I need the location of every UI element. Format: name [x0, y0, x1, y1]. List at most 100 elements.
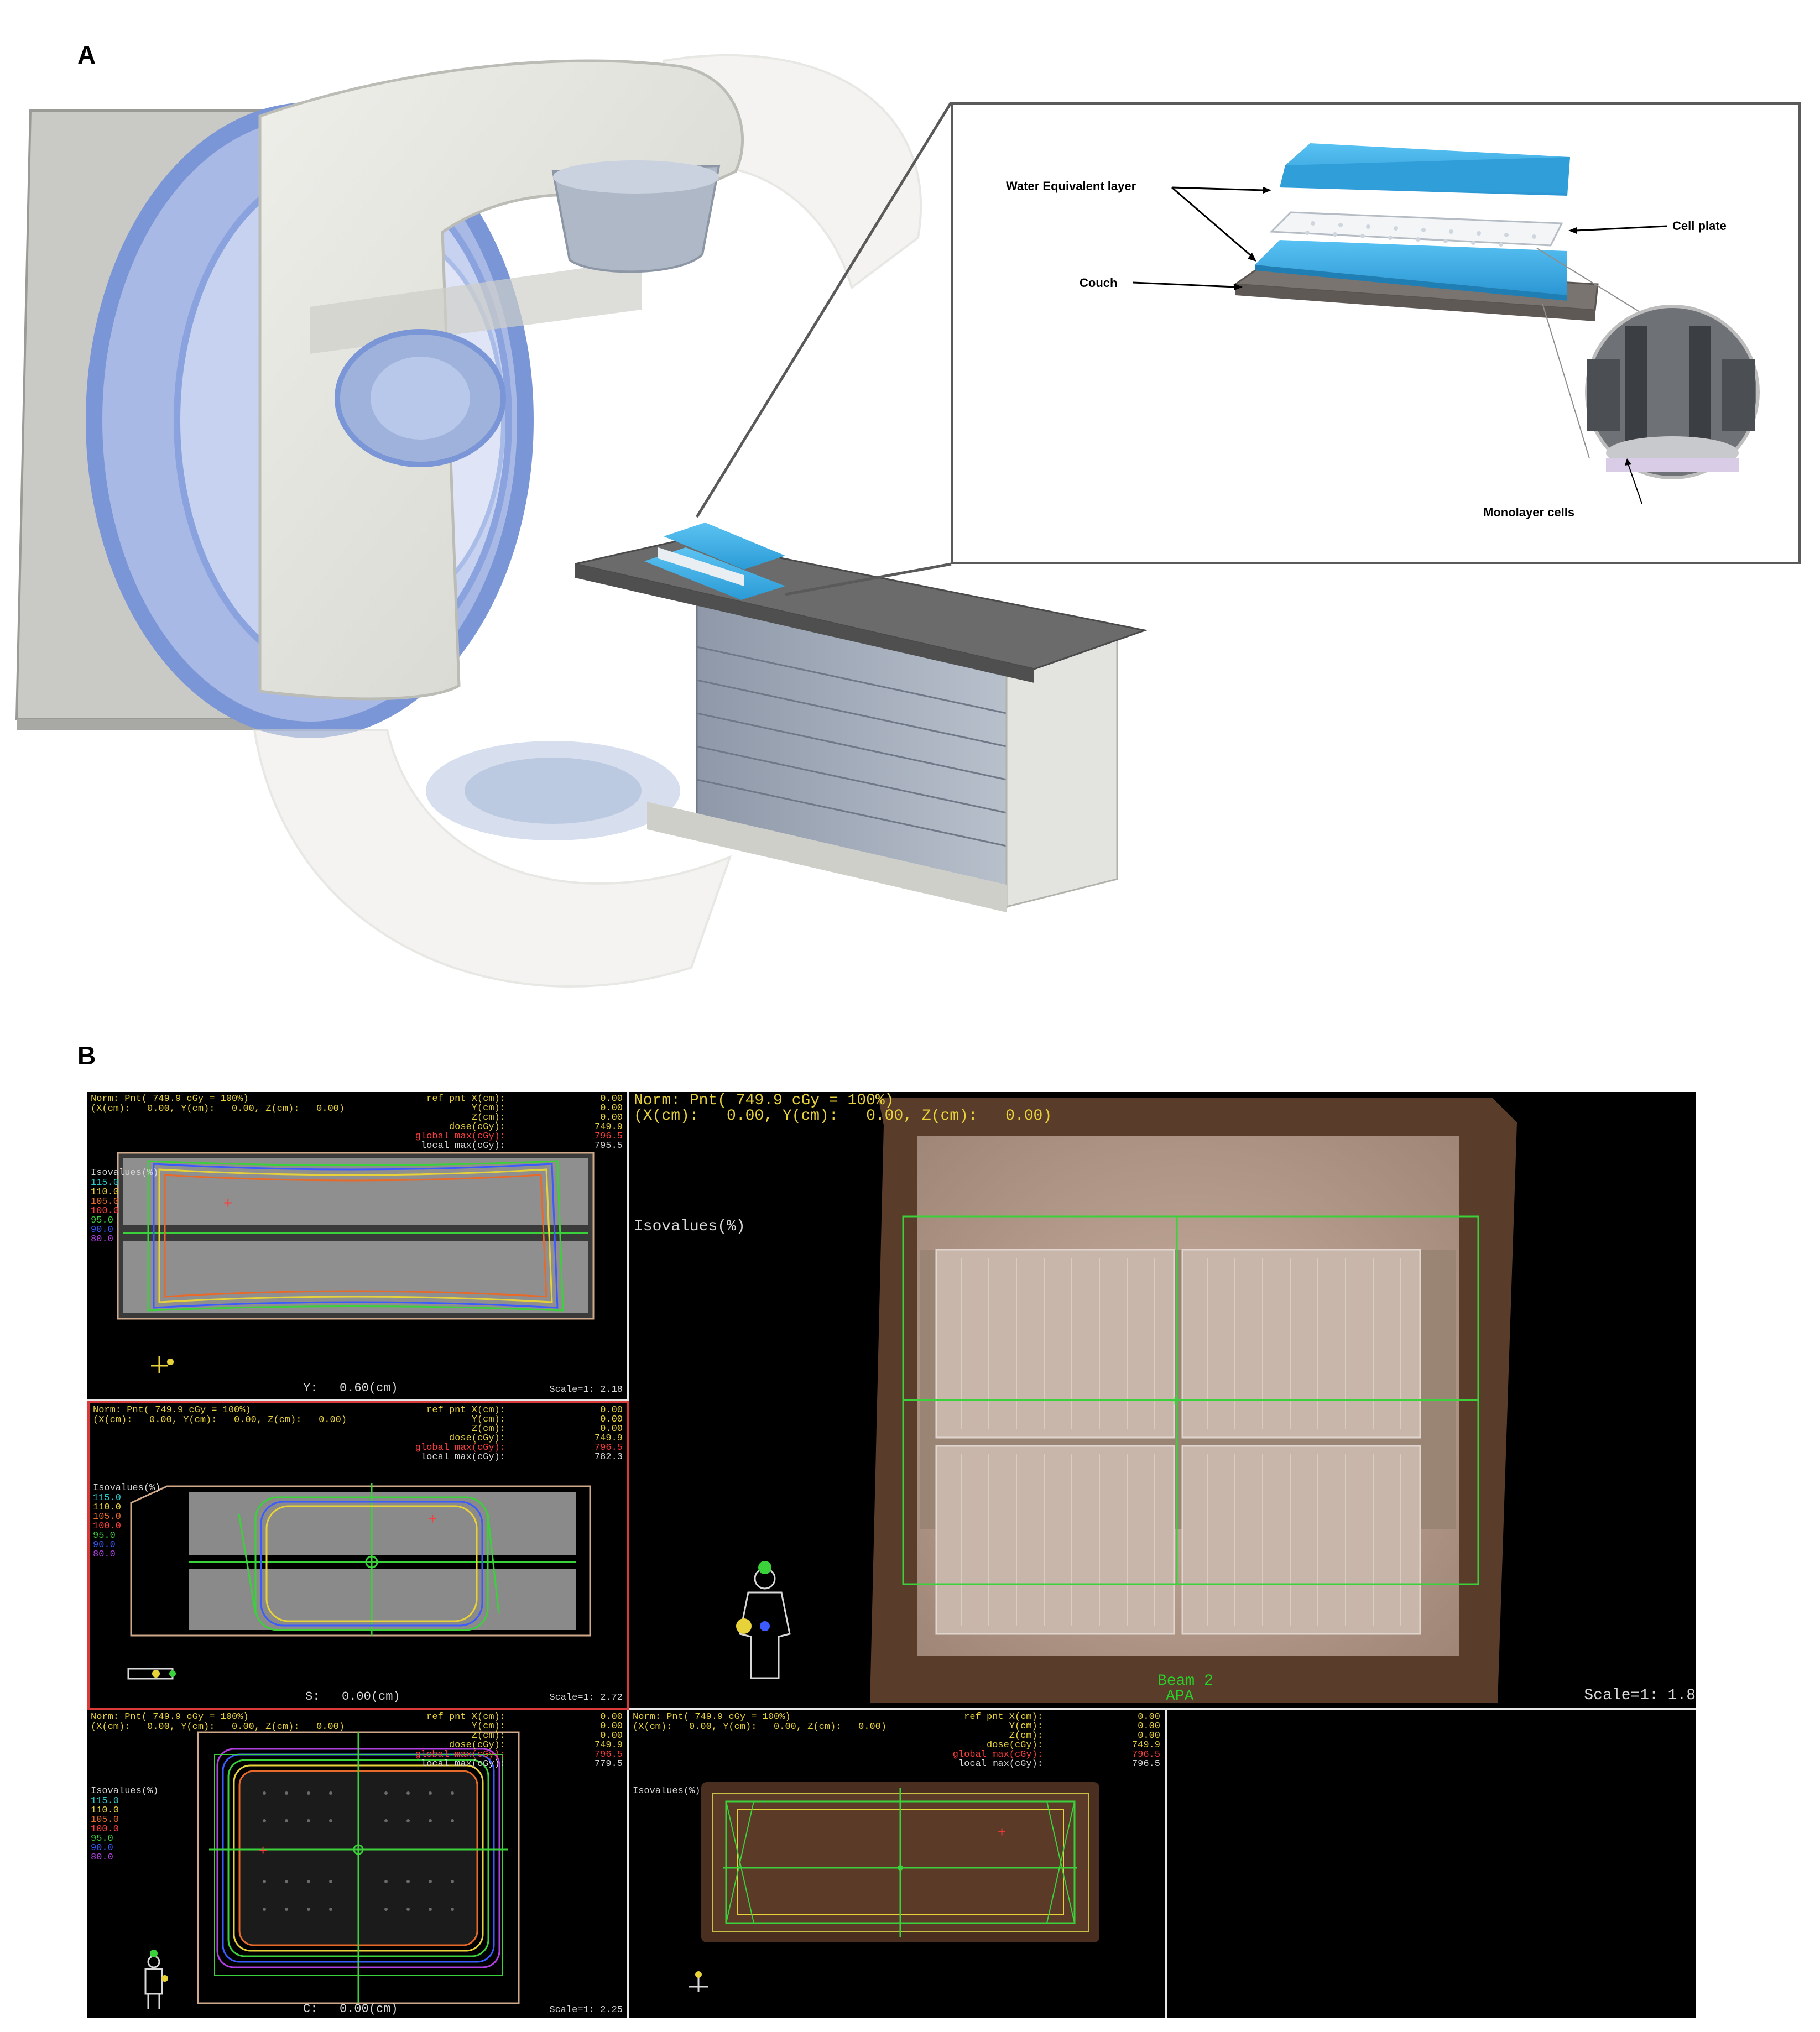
isovalue-entry: 95.0	[91, 1833, 113, 1844]
isovalue-entry: 105.0	[91, 1815, 119, 1825]
isovalues-title: Isovalues(%)	[91, 1786, 159, 1796]
slice-position: C: 0.00(cm)	[303, 2002, 398, 2016]
slice-position: S: 0.00(cm)	[305, 1690, 400, 1704]
svg-text:+: +	[1170, 1392, 1180, 1410]
svg-text:+: +	[428, 1510, 437, 1527]
scale-readout: Scale=1: 2.18	[549, 1385, 623, 1395]
isovalue-entry: 100.0	[93, 1521, 122, 1532]
viewport-mid-left[interactable]: + Norm: Pnt( 749.9 cGy = 100%) (X(cm): 0…	[87, 1401, 629, 1710]
beams-eye-view-render: +	[736, 1098, 1517, 1703]
ref-value: 0.00	[1138, 1721, 1160, 1732]
header-norm-point: Norm: Pnt( 749.9 cGy = 100%)	[91, 1712, 249, 1722]
ref-label: Z(cm):	[1009, 1731, 1043, 1741]
isovalue-entry: 110.0	[93, 1502, 122, 1513]
bottom-middle-dose-view: +	[689, 1782, 1099, 1992]
coronal-dose-view: +	[144, 1731, 520, 2009]
ref-value: 796.5	[594, 1443, 623, 1453]
ref-point-values: 0.00 0.00 0.00 749.9 796.5 795.5	[595, 1094, 623, 1151]
header-coordinates: (X(cm): 0.00, Y(cm): 0.00, Z(cm): 0.00)	[93, 1415, 347, 1425]
isovalue-entry: 100.0	[91, 1824, 119, 1835]
label-water-equivalent-layer: Water Equivalent layer	[1006, 179, 1136, 193]
header-norm-point: Norm: Pnt( 749.9 cGy = 100%)	[93, 1405, 251, 1415]
isovalue-entry: 110.0	[91, 1187, 119, 1198]
header-norm-point: Norm: Pnt( 749.9 cGy = 100%)	[633, 1712, 791, 1722]
ref-label: global max(cGy):	[415, 1443, 505, 1453]
ref-point-values: 0.00 0.00 0.00 749.9 796.5 796.5	[1132, 1712, 1160, 1769]
viewport-beams-eye-view[interactable]: + Norm: Pnt( 749.9 cGy = 100%) (X(cm): 0…	[629, 1092, 1696, 1710]
inset-illustration	[1133, 143, 1760, 504]
treatment-planning-display: + Norm: Pnt( 749.9 cGy = 100%) (X(cm): 0…	[87, 1092, 1696, 2018]
isovalues-title: Isovalues(%)	[633, 1786, 701, 1796]
header-coordinates: (X(cm): 0.00, Y(cm): 0.00, Z(cm): 0.00)	[91, 1104, 345, 1114]
transverse-dose-view: +	[117, 1152, 595, 1373]
ref-point-labels: ref pnt X(cm): Y(cm): Z(cm): dose(cGy): …	[953, 1712, 1043, 1769]
ref-point-values: 0.00 0.00 0.00 749.9 796.5 779.5	[595, 1712, 623, 1769]
isovalues-title: Isovalues(%)	[93, 1483, 161, 1493]
panel-label-b: B	[77, 1041, 96, 1070]
inset-box: Water Equivalent layer Couch Cell plate …	[951, 102, 1801, 564]
collimator-head	[551, 164, 721, 273]
isovalue-entry: 80.0	[93, 1549, 116, 1560]
isovalue-entry: 95.0	[93, 1530, 116, 1541]
isovalue-entry: 90.0	[91, 1225, 113, 1235]
isovalues-title: Isovalues(%)	[91, 1168, 159, 1178]
ref-label: global max(cGy):	[415, 1131, 505, 1142]
ref-label: ref pnt X(cm):	[426, 1094, 505, 1104]
ref-value: 0.00	[1138, 1731, 1160, 1741]
ref-value: 796.5	[1131, 1759, 1160, 1769]
ref-label: dose(cGy):	[449, 1433, 505, 1444]
ref-value: 796.5	[1131, 1749, 1160, 1760]
ref-label: Z(cm):	[471, 1424, 505, 1434]
gantry-arm	[258, 59, 744, 701]
ref-value: 0.00	[600, 1424, 623, 1434]
isovalue-entry: 110.0	[91, 1805, 119, 1816]
ref-label: Z(cm):	[471, 1112, 505, 1123]
linac-illustration	[15, 54, 1148, 988]
isovalue-entry: 105.0	[93, 1512, 122, 1522]
panel-label-a: A	[77, 40, 96, 69]
scale-readout: Scale=1: 2.72	[549, 1693, 623, 1703]
isovalue-entry: 95.0	[91, 1215, 113, 1226]
ref-value: 796.5	[594, 1749, 623, 1760]
ref-point-labels: ref pnt X(cm): Y(cm): Z(cm): dose(cGy): …	[415, 1094, 505, 1151]
isovalue-entry: 100.0	[91, 1206, 119, 1216]
ref-label: ref pnt X(cm):	[426, 1712, 505, 1722]
viewport-top-left[interactable]: + Norm: Pnt( 749.9 cGy = 100%) (X(cm): 0…	[87, 1092, 629, 1401]
svg-text:+: +	[223, 1194, 232, 1211]
header-coordinates: (X(cm): 0.00, Y(cm): 0.00, Z(cm): 0.00)	[634, 1108, 1052, 1125]
inset-lower-water	[1255, 240, 1567, 295]
ref-label: ref pnt X(cm):	[426, 1405, 505, 1415]
viewport-bottom-left[interactable]: + Norm: Pnt( 749.9 cGy = 100%) (X(cm): 0…	[87, 1710, 629, 2018]
ref-label: local max(cGy):	[420, 1759, 505, 1769]
ref-value: 0.00	[600, 1405, 623, 1415]
ref-value: 749.9	[594, 1740, 623, 1751]
inset-cell-plate	[1269, 211, 1563, 247]
ref-label: local max(cGy):	[420, 1452, 505, 1462]
isovalue-legend: 115.0 110.0 105.0 100.0 95.0 90.0 80.0	[93, 1493, 121, 1559]
isovalue-entry: 115.0	[93, 1493, 122, 1503]
header-norm-point: Norm: Pnt( 749.9 cGy = 100%)	[634, 1092, 894, 1109]
ref-label: Y(cm):	[471, 1103, 505, 1114]
isovalue-legend: 115.0 110.0 105.0 100.0 95.0 90.0 80.0	[91, 1796, 119, 1862]
svg-text:+: +	[259, 1842, 267, 1858]
ref-label: Y(cm):	[1009, 1721, 1043, 1732]
slice-position: Y: 0.60(cm)	[303, 1381, 398, 1395]
ref-label: dose(cGy):	[449, 1122, 505, 1132]
ref-value: 749.9	[594, 1433, 623, 1444]
viewport-bottom-middle[interactable]: + Norm: Pnt( 749.9 cGy = 100%) (X(cm): 0…	[629, 1710, 1167, 2018]
label-monolayer-cells: Monolayer cells	[1483, 505, 1575, 519]
isovalue-entry: 90.0	[93, 1540, 116, 1550]
ref-point-values: 0.00 0.00 0.00 749.9 796.5 782.3	[595, 1406, 623, 1462]
viewport-bottom-right[interactable]	[1167, 1710, 1696, 2018]
ref-value: 0.00	[600, 1731, 623, 1741]
isovalue-entry: 115.0	[91, 1796, 119, 1806]
isovalue-entry: 90.0	[91, 1843, 113, 1853]
ref-value: 779.5	[594, 1759, 623, 1769]
ref-value: 0.00	[600, 1721, 623, 1732]
ref-value: 0.00	[600, 1112, 623, 1123]
ref-value: 795.5	[594, 1141, 623, 1151]
ref-value: 0.00	[1138, 1712, 1160, 1722]
ref-value: 0.00	[600, 1103, 623, 1114]
ref-value: 0.00	[600, 1712, 623, 1722]
ref-point-labels: ref pnt X(cm): Y(cm): Z(cm): dose(cGy): …	[415, 1712, 505, 1769]
